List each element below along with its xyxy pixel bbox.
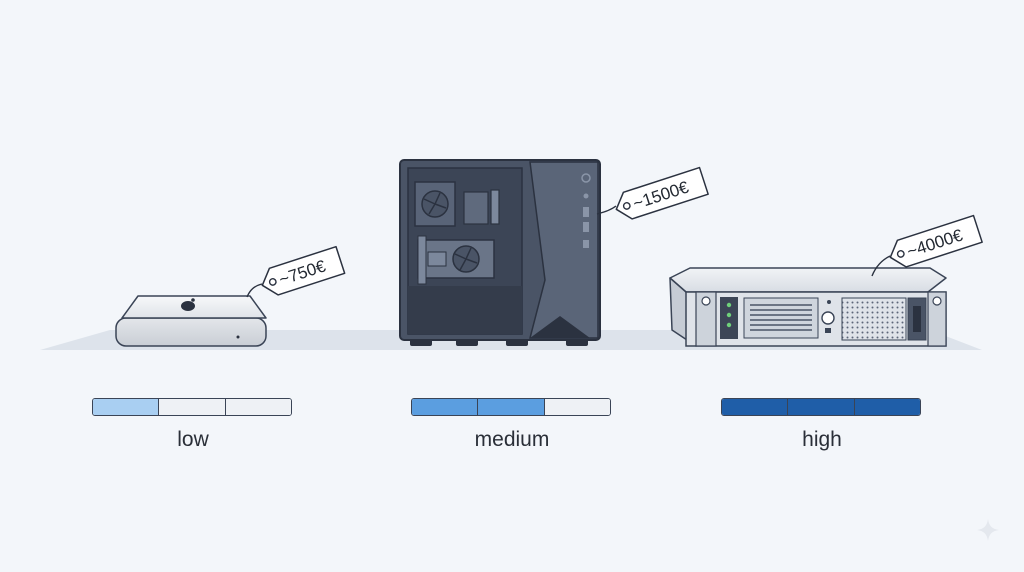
meter-segment xyxy=(544,399,610,415)
tier-label-medium: medium xyxy=(474,428,550,451)
level-meter-high xyxy=(721,398,921,416)
rack-server-icon xyxy=(669,267,947,347)
meter-segment xyxy=(854,399,920,415)
tower-pc-icon xyxy=(399,159,601,346)
price-tag-medium: ~1500€ xyxy=(596,166,709,220)
sparkle-icon xyxy=(977,519,999,541)
tier-label-low: low xyxy=(177,428,209,451)
price-tag-high: ~4000€ xyxy=(871,214,983,277)
mini-pc-icon xyxy=(115,295,267,347)
level-meter-low xyxy=(92,398,292,416)
level-meter-medium xyxy=(411,398,611,416)
tier-label-high: high xyxy=(802,428,842,451)
meter-segment xyxy=(225,399,291,415)
meter-segment xyxy=(159,399,226,415)
meter-segment xyxy=(788,399,855,415)
meter-segment xyxy=(93,399,160,415)
meter-segment xyxy=(412,399,479,415)
meter-segment xyxy=(478,399,545,415)
price-tag-low: ~750€ xyxy=(246,245,346,298)
meter-segment xyxy=(722,399,789,415)
